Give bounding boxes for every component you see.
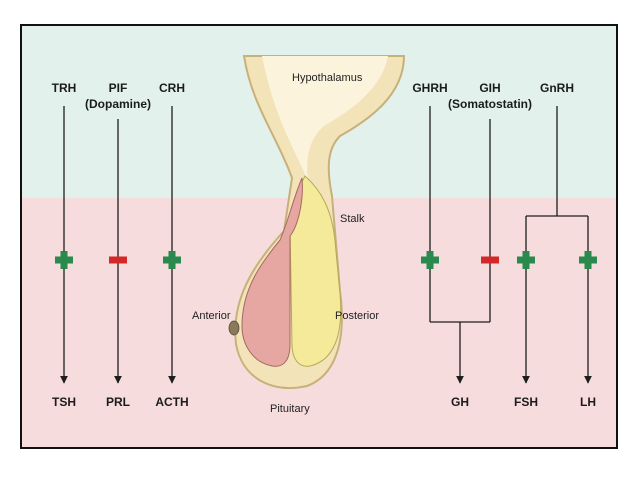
label-acth: ACTH bbox=[155, 395, 188, 409]
ghrh-stimulate-plus-icon bbox=[421, 251, 439, 269]
gnrh-lh-stimulate-plus-icon bbox=[579, 251, 597, 269]
label-stalk: Stalk bbox=[340, 213, 365, 225]
label-posterior: Posterior bbox=[335, 310, 379, 322]
label-fsh: FSH bbox=[514, 395, 538, 409]
label-anterior: Anterior bbox=[192, 310, 231, 322]
label-gih-sub: (Somatostatin) bbox=[448, 97, 532, 111]
label-gh: GH bbox=[451, 395, 469, 409]
label-pif: PIF bbox=[109, 81, 128, 95]
hypothalamus-lumen bbox=[262, 56, 388, 181]
gih-inhibit-minus-icon bbox=[481, 256, 499, 264]
label-hypothalamus: Hypothalamus bbox=[292, 72, 363, 84]
label-lh: LH bbox=[580, 395, 596, 409]
label-pif-sub: (Dopamine) bbox=[85, 97, 151, 111]
label-trh: TRH bbox=[52, 81, 77, 95]
label-crh: CRH bbox=[159, 81, 185, 95]
trh-stimulate-plus-icon bbox=[55, 251, 73, 269]
label-pituitary: Pituitary bbox=[270, 403, 310, 415]
label-gih: GIH bbox=[479, 81, 500, 95]
pif-inhibit-minus-icon bbox=[109, 256, 127, 264]
diagram-frame: Hypothalamus Stalk Anterior Posterior Pi… bbox=[20, 24, 618, 449]
label-gnrh: GnRH bbox=[540, 81, 574, 95]
label-prl: PRL bbox=[106, 395, 130, 409]
gnrh-fsh-stimulate-plus-icon bbox=[517, 251, 535, 269]
hypothalamic-pituitary-diagram: Hypothalamus Stalk Anterior Posterior Pi… bbox=[22, 26, 616, 447]
anterior-pituitary-lobe bbox=[241, 177, 303, 367]
crh-stimulate-plus-icon bbox=[163, 251, 181, 269]
label-ghrh: GHRH bbox=[412, 81, 447, 95]
label-tsh: TSH bbox=[52, 395, 76, 409]
pituitary-nodule bbox=[228, 320, 240, 336]
